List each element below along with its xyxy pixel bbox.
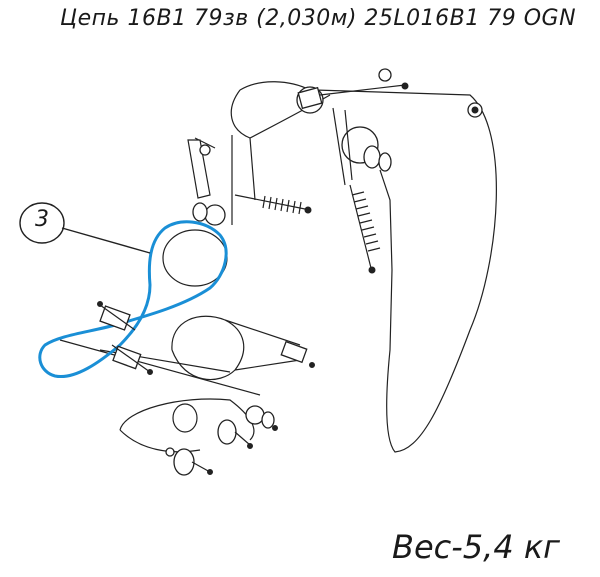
tensioner-rod bbox=[349, 184, 373, 273]
lower-sprocket-washer bbox=[192, 202, 208, 222]
guide-block-upper bbox=[97, 301, 136, 331]
tension-arm bbox=[187, 137, 216, 199]
highlighted-chain-loop bbox=[38, 220, 228, 379]
vertical-spring bbox=[351, 191, 381, 252]
horizontal-spring bbox=[262, 195, 302, 215]
callout-circle bbox=[19, 202, 65, 244]
guide-block-middle bbox=[280, 340, 315, 368]
diagram-title: Цепь 16B1 79зв (2,030м) 25L016B1 79 OGN bbox=[60, 6, 577, 31]
callout-leader bbox=[61, 227, 151, 254]
guide-block-lower bbox=[111, 344, 153, 375]
shaft-nut bbox=[401, 82, 409, 90]
upper-bearing bbox=[297, 86, 323, 110]
vertical-spring-nut bbox=[368, 266, 376, 274]
upper-shaft bbox=[319, 84, 406, 96]
middle-washer bbox=[378, 152, 392, 172]
weight-label: Вес-5,4 кг bbox=[392, 528, 560, 566]
middle-chain-loop bbox=[171, 315, 301, 381]
arm-pivot bbox=[199, 144, 211, 156]
main-chain-loop bbox=[314, 89, 497, 453]
lower-right-bearing bbox=[261, 411, 275, 429]
middle-bracket-edge bbox=[332, 107, 346, 186]
middle-bracket bbox=[344, 109, 353, 181]
upper-bearing-ring bbox=[378, 68, 392, 82]
right-idler-hub bbox=[471, 106, 479, 114]
lower-right-sprocket bbox=[245, 405, 265, 425]
horizontal-tensioner-rod bbox=[234, 194, 311, 211]
lower-sprocket-bearing bbox=[204, 204, 226, 226]
lower-right-nut bbox=[272, 425, 278, 431]
vertical-chain-run bbox=[231, 135, 256, 225]
small-sprocket bbox=[172, 403, 198, 433]
bottom-pulley-upper bbox=[217, 419, 253, 449]
lower-chain-loop bbox=[119, 398, 255, 453]
callout-number: 3 bbox=[35, 207, 49, 232]
middle-bearing bbox=[363, 145, 381, 169]
bottom-pulley-lower bbox=[165, 447, 213, 476]
horizontal-spring-nut bbox=[304, 206, 312, 214]
